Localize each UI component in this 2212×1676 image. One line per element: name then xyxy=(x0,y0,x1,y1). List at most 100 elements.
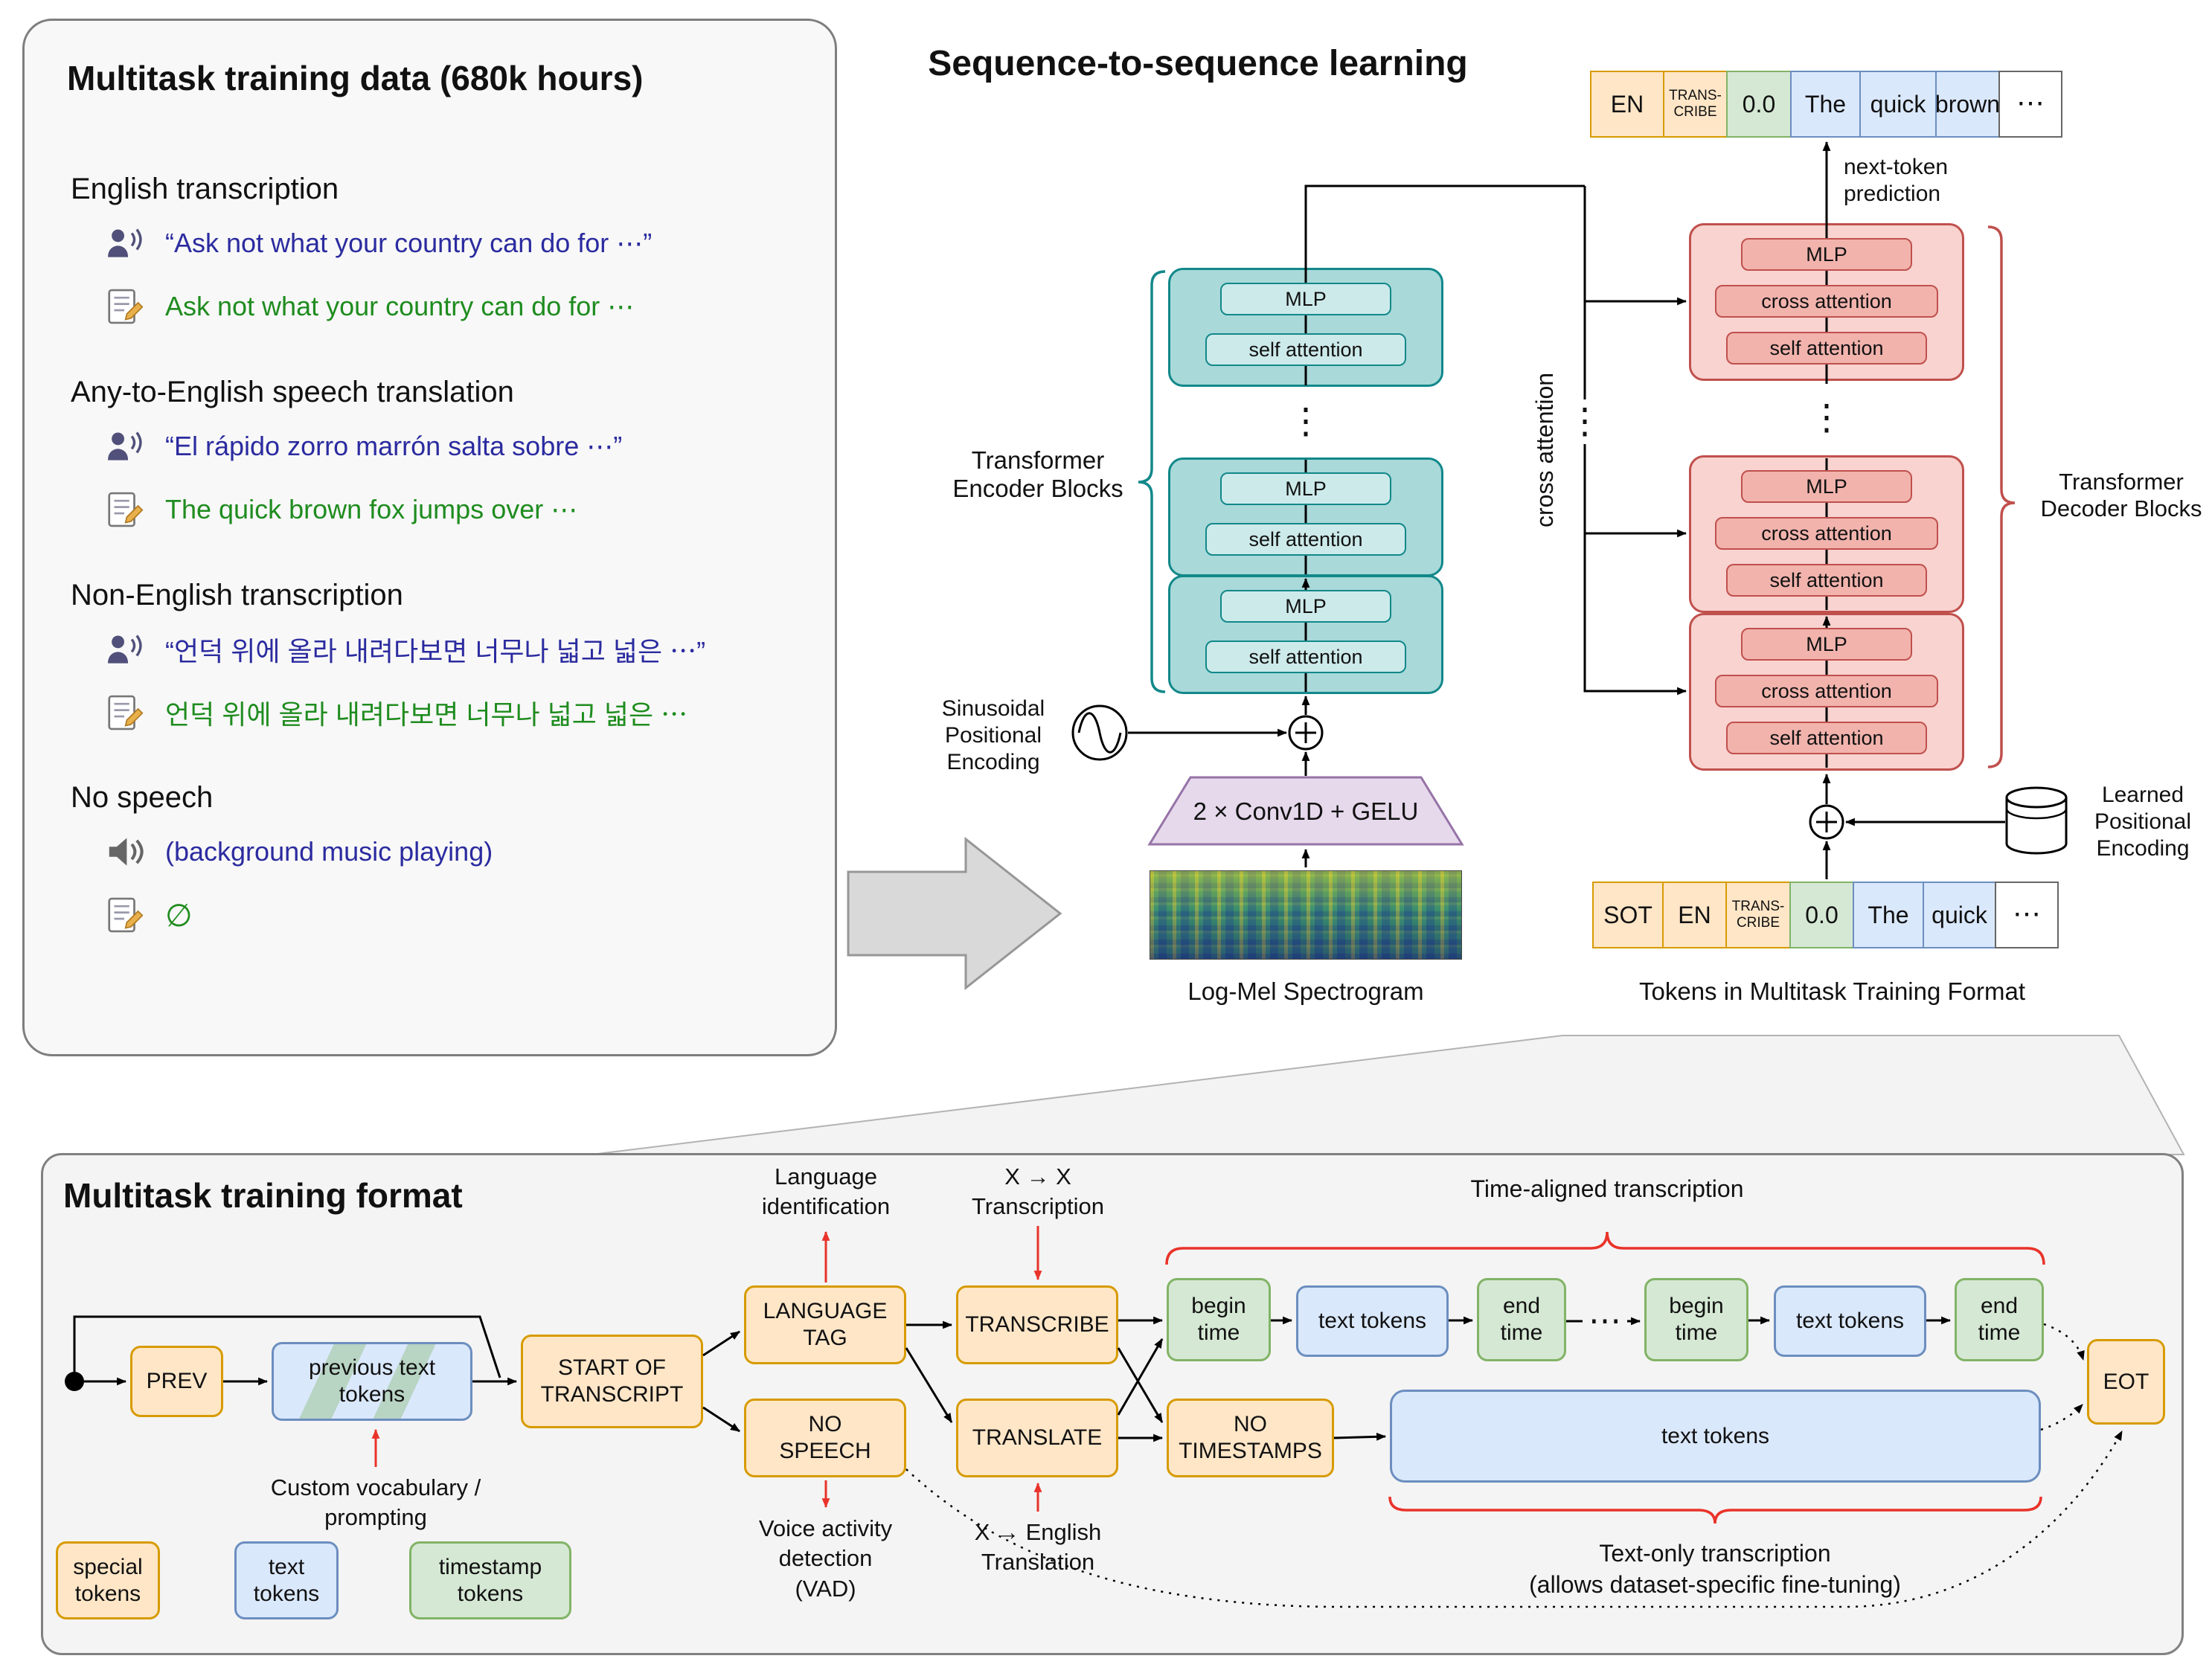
speaking-head-icon xyxy=(108,431,142,460)
section-heading-english-transcription: English transcription xyxy=(71,173,339,205)
log-mel-spectrogram-image xyxy=(1150,870,1462,960)
next-token-prediction-label: next-token prediction xyxy=(1844,155,1949,206)
transcript-example-row: The quick brown fox jumps over ⋯ xyxy=(104,489,577,530)
transcript-example-row: Ask not what your country can do for ⋯ xyxy=(104,286,634,327)
text-only-line1: Text-only transcription xyxy=(1599,1540,1831,1567)
token-timestamp: 0.0 xyxy=(1726,71,1792,138)
end-time-node: end time xyxy=(1955,1278,2044,1361)
transcribe-node: TRANSCRIBE xyxy=(956,1285,1118,1364)
end-time-node: end time xyxy=(1477,1278,1566,1361)
input-token-row: SOT EN TRANS-CRIBE 0.0 The quick ⋯ xyxy=(1592,882,2059,948)
encoder-stack-ellipsis: ⋮ xyxy=(1288,402,1324,441)
flow-ellipsis: ⋯ xyxy=(1583,1303,1627,1339)
token-en: EN xyxy=(1590,71,1664,138)
decoder-blocks-label: Transformer Decoder Blocks xyxy=(2040,469,2202,521)
text-only-line2: (allows dataset-specific fine-tuning) xyxy=(1529,1570,1901,1598)
audio-text: “언덕 위에 올라 내려다보면 너무나 넓고 넓은 ⋯” xyxy=(165,636,706,667)
x-to-x-transcription-label: X → X Transcription xyxy=(971,1163,1105,1220)
decoder-mlp-bar: MLP xyxy=(1741,470,1912,503)
token-text: quick xyxy=(1922,882,1997,948)
decoder-stack-ellipsis: ⋮ xyxy=(1809,398,1844,437)
positional-add-encoder xyxy=(1288,715,1324,751)
zoom-callout-shape xyxy=(591,1035,2185,1155)
memo-icon xyxy=(108,289,144,324)
training-data-title: Multitask training data (680k hours) xyxy=(67,59,644,97)
conv-gelu-label: 2 × Conv1D + GELU xyxy=(1193,797,1419,825)
transcript-text: The quick brown fox jumps over ⋯ xyxy=(165,494,578,524)
encoder-mlp-bar: MLP xyxy=(1220,590,1391,623)
seq2seq-title: Sequence-to-sequence learning xyxy=(928,44,1468,83)
memo-icon xyxy=(108,492,144,527)
no-timestamps-node: NO TIMESTAMPS xyxy=(1167,1399,1334,1477)
token-ellipsis: ⋯ xyxy=(1995,882,2059,948)
encoder-self-attention-bar: self attention xyxy=(1205,640,1406,673)
encoder-mlp-bar: MLP xyxy=(1220,283,1391,315)
section-heading-no-speech: No speech xyxy=(71,781,214,814)
decoder-mlp-bar: MLP xyxy=(1741,628,1912,661)
begin-time-node: begin time xyxy=(1644,1278,1748,1361)
learned-positional-encoding-label: Learned Positional Encoding xyxy=(2094,783,2192,861)
encoder-self-attention-bar: self attention xyxy=(1205,333,1406,366)
format-panel-title: Multitask training format xyxy=(63,1176,463,1215)
legend-timestamp-tokens: timestamp tokens xyxy=(409,1541,571,1619)
speaking-head-icon xyxy=(108,228,142,257)
token-en: EN xyxy=(1661,882,1728,948)
memo-icon xyxy=(108,897,144,933)
encoder-blocks-label: Transformer Encoder Blocks xyxy=(952,446,1123,502)
voice-activity-detection-label: Voice activity detection (VAD) xyxy=(758,1515,893,1602)
begin-time-node: begin time xyxy=(1167,1278,1271,1361)
token-text: quick xyxy=(1859,71,1937,138)
database-cylinder-icon xyxy=(2005,786,2068,855)
text-tokens-node: text tokens xyxy=(1774,1285,1926,1357)
start-of-transcript-node: START OF TRANSCRIPT xyxy=(521,1335,703,1428)
section-heading-non-english: Non-English transcription xyxy=(71,579,403,611)
spectrogram-caption: Log-Mel Spectrogram xyxy=(1187,977,1424,1005)
language-identification-label: Language identification xyxy=(761,1163,891,1220)
audio-example-row: “El rápido zorro marrón salta sobre ⋯” xyxy=(104,426,622,466)
transcript-text: Ask not what your country can do for ⋯ xyxy=(165,291,635,321)
token-timestamp: 0.0 xyxy=(1789,882,1855,948)
cross-attention-ellipsis: ⋮ xyxy=(1567,402,1603,441)
audio-example-row: “Ask not what your country can do for ⋯” xyxy=(104,223,652,263)
training-data-panel xyxy=(22,19,837,1056)
legend-special-tokens: special tokens xyxy=(56,1541,160,1619)
text-only-transcription-label: Text-only transcription (allows dataset-… xyxy=(1376,1538,2054,1600)
audio-example-row: (background music playing) xyxy=(104,832,493,872)
decoder-brace xyxy=(1987,225,2016,768)
decoder-cross-attention-bar: cross attention xyxy=(1715,675,1938,707)
encoder-self-attention-bar: self attention xyxy=(1205,523,1406,556)
encoder-mlp-bar: MLP xyxy=(1220,472,1391,505)
tokens-caption: Tokens in Multitask Training Format xyxy=(1638,977,2026,1005)
legend-text-tokens: text tokens xyxy=(234,1541,339,1619)
decoder-cross-attention-bar: cross attention xyxy=(1715,517,1938,550)
eot-node: EOT xyxy=(2087,1339,2165,1425)
previous-text-tokens-node: previous text tokens xyxy=(272,1342,472,1421)
time-aligned-transcription-label: Time-aligned transcription xyxy=(1470,1175,1744,1202)
language-tag-node: LANGUAGE TAG xyxy=(744,1285,906,1364)
token-transcribe: TRANS-CRIBE xyxy=(1662,71,1728,138)
speaking-head-icon xyxy=(108,635,142,664)
token-text: brown xyxy=(1934,71,2001,138)
token-text: The xyxy=(1789,71,1862,138)
encoder-brace xyxy=(1138,270,1166,693)
transcript-example-row: 언덕 위에 올라 내려다보면 너무나 넓고 넓은 ⋯ xyxy=(104,693,687,733)
token-transcribe: TRANS-CRIBE xyxy=(1725,882,1791,948)
translate-node: TRANSLATE xyxy=(956,1399,1118,1477)
memo-icon xyxy=(108,695,144,731)
token-sot: SOT xyxy=(1592,882,1664,948)
custom-vocabulary-label: Custom vocabulary / prompting xyxy=(270,1474,481,1531)
decoder-self-attention-bar: self attention xyxy=(1726,332,1927,365)
audio-text: “El rápido zorro marrón salta sobre ⋯” xyxy=(165,431,623,461)
prev-node: PREV xyxy=(130,1346,223,1417)
sine-wave-icon xyxy=(1071,704,1128,761)
decoder-mlp-bar: MLP xyxy=(1741,238,1912,271)
transcript-example-row: ∅ xyxy=(104,895,193,935)
audio-text: “Ask not what your country can do for ⋯” xyxy=(165,228,653,258)
text-tokens-long-node: text tokens xyxy=(1390,1390,2041,1483)
speaker-icon xyxy=(109,838,144,866)
decoder-cross-attention-bar: cross attention xyxy=(1715,285,1938,318)
no-speech-node: NO SPEECH xyxy=(744,1399,906,1477)
token-text: The xyxy=(1853,882,1924,948)
decoder-self-attention-bar: self attention xyxy=(1726,564,1927,597)
